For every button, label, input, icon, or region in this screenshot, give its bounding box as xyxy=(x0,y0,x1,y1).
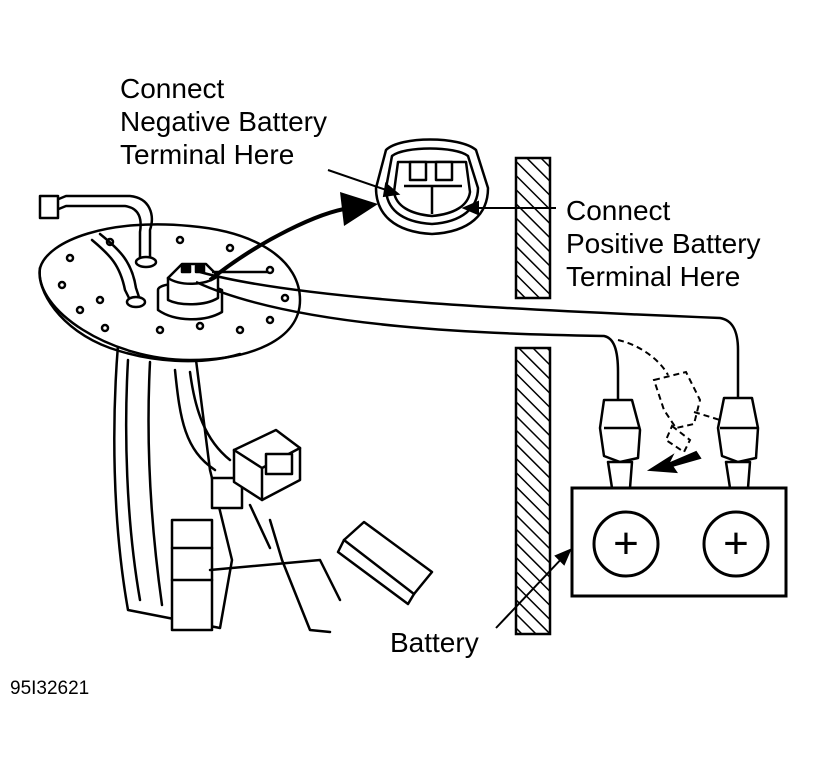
connector-closeup xyxy=(374,138,490,236)
positive-label-line-3: Terminal Here xyxy=(566,261,741,293)
wall-upper xyxy=(514,156,552,300)
closeup-arrow xyxy=(208,192,378,282)
move-arrow xyxy=(646,450,702,474)
negative-label-line-1: Connect xyxy=(120,73,225,104)
positive-label-line-1: Connect xyxy=(566,195,671,226)
battery: + + xyxy=(570,486,788,598)
positive-label-line-2: Positive Battery xyxy=(566,228,761,260)
terminal-right xyxy=(702,510,770,578)
terminal-right-symbol: + xyxy=(723,519,749,568)
terminal-left xyxy=(592,510,660,578)
jumper-wires xyxy=(195,270,740,400)
figure-id: 95I32621 xyxy=(10,678,90,699)
leader-lines xyxy=(327,169,572,629)
battery-clips xyxy=(598,396,760,490)
positive-terminal-label: Connect Positive Battery Terminal Here xyxy=(566,194,761,293)
alternate-clip-position xyxy=(617,339,721,454)
wall xyxy=(514,156,552,636)
terminal-left-symbol: + xyxy=(613,519,639,568)
wall-lower xyxy=(514,346,552,636)
battery-label: Battery xyxy=(390,627,479,658)
negative-label-line-3: Terminal Here xyxy=(120,139,295,171)
negative-terminal-label: Connect Negative Battery Terminal Here xyxy=(120,72,327,171)
negative-label-line-2: Negative Battery xyxy=(120,106,327,138)
fuel-pump-assembly xyxy=(38,194,434,634)
